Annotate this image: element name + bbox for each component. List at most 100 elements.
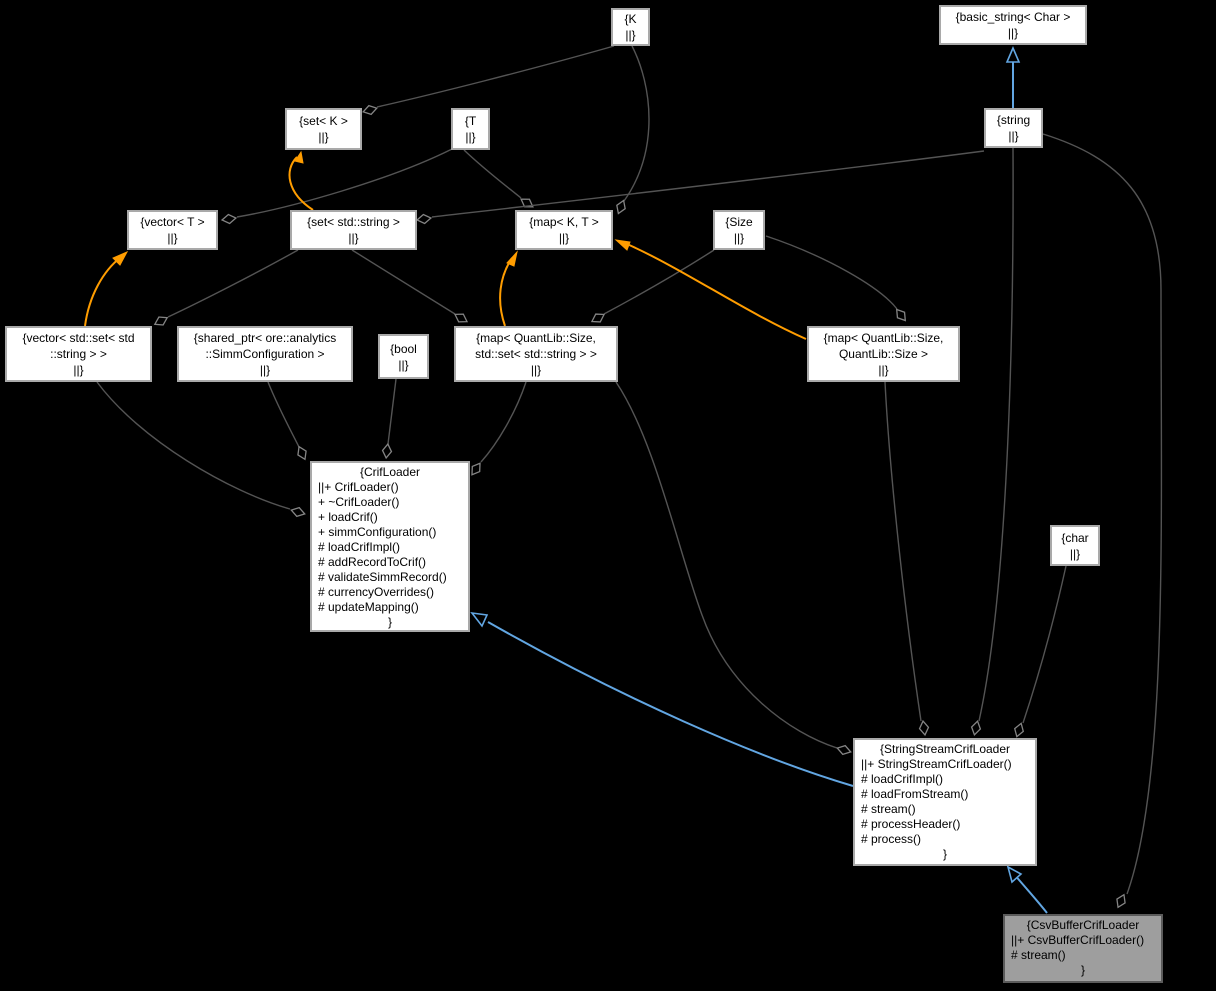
node-label: ||} (558, 231, 570, 245)
member: # stream() (861, 802, 916, 816)
node-label: std::set< std::string > > (475, 347, 597, 361)
edge-string-to-stringstream (978, 147, 1014, 722)
member: ||+ CrifLoader() (318, 480, 399, 494)
node-label: ||} (1008, 129, 1019, 143)
edge-set-string-to-map-size-set (351, 249, 456, 315)
member: # loadCrifImpl() (861, 772, 944, 786)
node-csvbuffercrifloader: {CsvBufferCrifLoader ||+ CsvBufferCrifLo… (1003, 914, 1163, 983)
edge-sharedptr-to-crifloader (267, 381, 300, 448)
node-label: {K (624, 12, 637, 26)
node-map-k-t[interactable]: {map< K, T > ||} (515, 210, 613, 250)
aggregation-diamond (362, 104, 378, 116)
edge-map-size-size-to-stringstream (884, 381, 922, 722)
node-label: {char (1061, 530, 1089, 545)
member: # updateMapping() (318, 600, 419, 614)
aggregation-diamond (836, 744, 852, 756)
edge-k-to-set-k (376, 45, 615, 108)
class-footer: } (387, 615, 392, 629)
template-arrowhead (506, 250, 518, 267)
node-label: {map< QuantLib::Size, (823, 331, 944, 345)
member: ||+ StringStreamCrifLoader() (861, 757, 1012, 771)
node-string[interactable]: {string ||} (984, 108, 1043, 148)
node-bool[interactable]: {bool ||} (378, 334, 429, 379)
edge-t-to-map-k-t (463, 149, 522, 199)
edge-vector-set-to-crifloader (96, 381, 291, 510)
class-footer: } (1080, 963, 1085, 977)
node-label: {set< K > (299, 114, 348, 128)
node-label: {bool (390, 341, 417, 356)
node-label: {T (464, 114, 477, 128)
node-t[interactable]: {T ||} (451, 108, 490, 150)
edge-size-to-map-size-size (765, 235, 898, 310)
node-label: ||} (167, 231, 178, 245)
aggregation-diamond (290, 506, 306, 518)
member: # validateSimmRecord() (318, 570, 447, 584)
aggregation-diamond (970, 720, 982, 736)
node-shared-ptr-simmconfiguration[interactable]: {shared_ptr< ore::analytics ::SimmConfig… (177, 326, 353, 382)
member: # loadFromStream() (861, 787, 969, 801)
member: + simmConfiguration() (318, 525, 437, 539)
edge-char-to-stringstream (1022, 565, 1067, 724)
node-map-size-set-string[interactable]: {map< QuantLib::Size, std::set< std::str… (454, 326, 618, 382)
node-label: ||} (318, 130, 329, 144)
node-size[interactable]: {Size ||} (713, 210, 765, 250)
edge-k-to-map-k-t (623, 45, 650, 202)
member: # loadCrifImpl() (318, 540, 401, 554)
class-name: {CsvBufferCrifLoader (1026, 918, 1140, 932)
node-label: ||} (259, 363, 271, 377)
aggregation-diamond (590, 313, 606, 323)
edge-bool-to-crifloader (387, 378, 397, 445)
node-label: {Size (725, 215, 753, 229)
inheritance-arrowhead (1005, 45, 1021, 63)
node-label: ||} (398, 357, 409, 372)
template-arrowhead (112, 250, 129, 266)
template-edge-vector-set-to-vector-t (84, 256, 122, 327)
member: + ~CrifLoader() (318, 495, 400, 509)
node-label: ||} (625, 28, 636, 42)
aggregation-diamond (1013, 722, 1025, 738)
node-k[interactable]: {K ||} (611, 8, 650, 46)
node-label: ||} (1007, 26, 1019, 40)
edge-set-string-to-vector-set (167, 249, 299, 318)
class-name: {CrifLoader (359, 465, 421, 479)
node-vector-t[interactable]: {vector< T > ||} (127, 210, 218, 250)
template-arrowhead (294, 150, 304, 164)
aggregation-diamond (381, 442, 393, 460)
aggregation-diamond (520, 198, 534, 208)
node-vector-set-std-string[interactable]: {vector< std::set< std ::string > > ||} (5, 326, 152, 382)
aggregation-diamond (453, 313, 469, 323)
node-char[interactable]: {char ||} (1050, 525, 1100, 566)
node-label: ||} (530, 363, 542, 377)
node-basic-string[interactable]: {basic_string< Char > ||} (939, 5, 1087, 45)
node-crifloader[interactable]: {CrifLoader ||+ CrifLoader() + ~CrifLoad… (310, 461, 470, 632)
node-set-std-string[interactable]: {set< std::string > ||} (290, 210, 417, 250)
aggregation-diamond (415, 213, 433, 225)
template-edge-map-size-set-to-map-k-t (499, 257, 513, 327)
member: # processHeader() (861, 817, 961, 831)
aggregation-diamond (1116, 893, 1126, 909)
node-stringstreamcrifloader[interactable]: {StringStreamCrifLoader ||+ StringStream… (853, 738, 1037, 866)
member: # currencyOverrides() (318, 585, 435, 599)
edge-size-to-map-size-set (603, 249, 715, 315)
node-label: {vector< std::set< std (22, 331, 135, 345)
member: + loadCrif() (318, 510, 378, 524)
inheritance-arrowhead (470, 611, 489, 628)
class-footer: } (942, 847, 947, 861)
template-arrowhead (614, 239, 631, 251)
node-label: ::string > > (50, 347, 107, 361)
inheritance-arrowhead (1006, 865, 1023, 884)
node-label: {basic_string< Char > (955, 10, 1071, 24)
node-label: {map< QuantLib::Size, (476, 331, 596, 345)
member: # process() (861, 832, 922, 846)
node-label: ||} (878, 363, 889, 377)
node-label: {string (996, 113, 1031, 127)
node-label: ::SimmConfiguration > (205, 347, 325, 361)
aggregation-diamond (616, 199, 626, 215)
node-label: {map< K, T > (529, 215, 599, 229)
template-edge-set-string-to-set-k (288, 156, 314, 211)
node-label: ||} (1069, 546, 1081, 561)
edge-t-to-vector-t (236, 148, 453, 218)
node-map-size-size[interactable]: {map< QuantLib::Size, QuantLib::Size > |… (807, 326, 960, 382)
aggregation-diamond (297, 445, 307, 461)
node-set-k[interactable]: {set< K > ||} (285, 108, 362, 150)
